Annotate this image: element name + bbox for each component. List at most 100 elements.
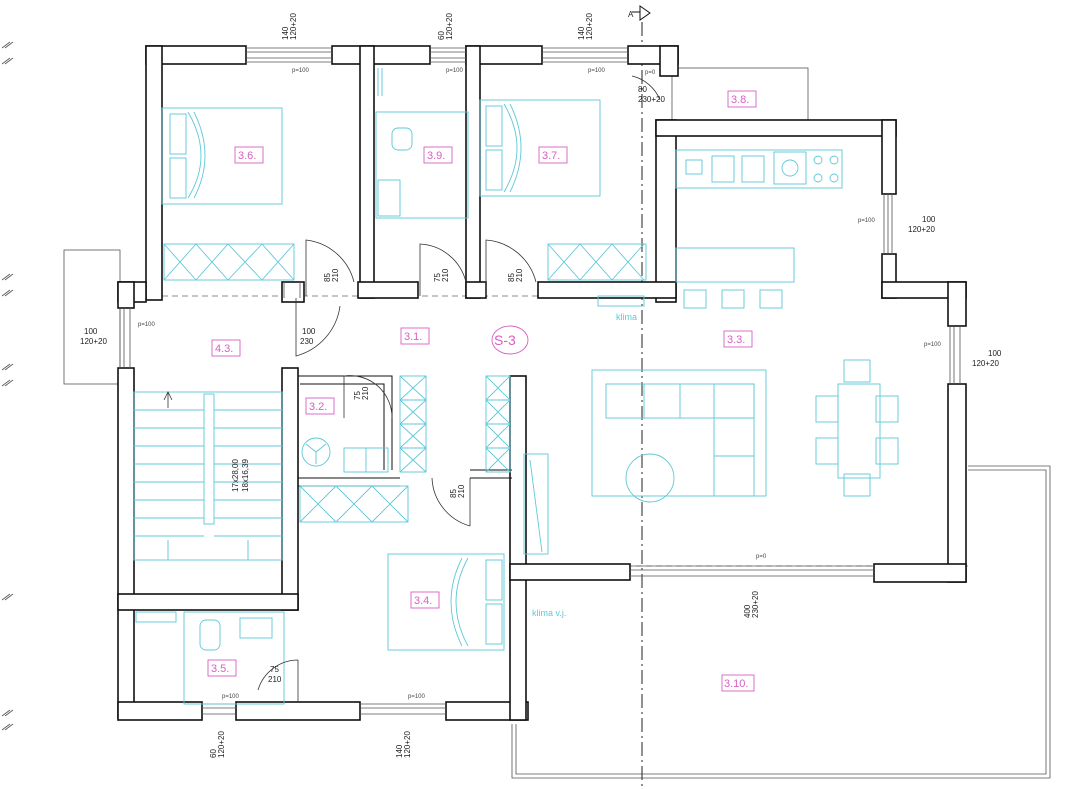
door-dim-entry: 100 230 — [300, 327, 316, 346]
room-3-7-id: 3.7. — [542, 150, 560, 162]
dim-p: p=100 — [858, 218, 876, 224]
window-dims-top-left: 140 120+20 p=100 — [281, 13, 310, 74]
stair-arrow-icon — [163, 391, 173, 408]
dim-h: 230+20 — [638, 95, 665, 104]
dim-w: 140 — [395, 744, 404, 758]
room-3-10-id: 3.10. — [724, 678, 748, 690]
klima-top-label: klima — [616, 312, 637, 322]
room-3-6-label: 3.6. — [234, 146, 264, 164]
window-dims-top-mid: 60 120+20 p=100 — [437, 13, 464, 74]
door-dim-3-4: 85 210 — [449, 484, 466, 498]
dim-w: 85 — [323, 273, 332, 282]
dim-w: 60 — [437, 31, 446, 40]
dim-w: 80 — [638, 85, 647, 94]
room-3-3-id: 3.3. — [727, 334, 745, 346]
dim-h: 120+20 — [80, 337, 107, 346]
dim-p: p=0 — [645, 70, 656, 76]
dim-h: 210 — [268, 675, 282, 684]
dim-h: 230 — [300, 337, 314, 346]
dim-p: p=100 — [138, 322, 156, 328]
dim-h: 120+20 — [217, 731, 226, 758]
dim-w: 100 — [302, 327, 316, 336]
dim-h: 210 — [515, 268, 524, 282]
dim-h: 120+20 — [289, 13, 298, 40]
window-dims-balcony-door: p=0 80 230+20 — [638, 70, 665, 104]
door-dim-3-2: 75 210 — [353, 386, 370, 400]
section-tag-text: S-3 — [494, 332, 516, 348]
dim-w: 85 — [507, 273, 516, 282]
dim-h: 230+20 — [751, 591, 760, 618]
dim-h: 120+20 — [585, 13, 594, 40]
room-3-3-label: 3.3. — [723, 330, 753, 348]
dim-h: 210 — [441, 268, 450, 282]
window-dims-right-mid: p=100 100 120+20 — [924, 342, 1002, 368]
stair-label-group: 17x28,00 18x16,39 — [231, 459, 250, 492]
dim-h: 210 — [331, 268, 340, 282]
dim-h: 120+20 — [972, 359, 999, 368]
dim-p: p=100 — [924, 342, 942, 348]
room-4-3-label: 4.3. — [211, 339, 241, 357]
room-3-9-id: 3.9. — [427, 150, 445, 162]
beam-lines — [132, 295, 968, 567]
door-dim-3-7: 85 210 — [507, 268, 524, 282]
dim-p: p=100 — [292, 68, 310, 74]
dim-w: 85 — [449, 489, 458, 498]
dim-w: 75 — [353, 391, 362, 400]
room-3-8-id: 3.8. — [731, 94, 749, 106]
room-4-3-id: 4.3. — [215, 343, 233, 355]
dim-p: p=0 — [756, 554, 767, 560]
window-dims-left-mid: p=100 100 120+20 — [80, 322, 156, 346]
room-3-9-label: 3.9. — [423, 146, 453, 164]
dim-w: 100 — [988, 349, 1002, 358]
room-3-6-id: 3.6. — [238, 150, 256, 162]
room-3-1-label: 3.1. — [400, 327, 430, 345]
dim-h: 120+20 — [445, 13, 454, 40]
dim-p: p=100 — [588, 68, 606, 74]
dim-h: 210 — [457, 484, 466, 498]
dim-w: 100 — [84, 327, 98, 336]
klima-vj-label: klima v.j. — [532, 608, 566, 618]
dim-w: 140 — [281, 26, 290, 40]
window-dims-right-upper: p=100 100 120+20 — [858, 215, 936, 234]
dim-w: 400 — [743, 604, 752, 618]
dim-w: 100 — [922, 215, 936, 224]
dim-p: p=100 — [446, 68, 464, 74]
dim-p: p=100 — [408, 694, 426, 700]
dim-w: 60 — [209, 749, 218, 758]
dim-w: 75 — [433, 273, 442, 282]
dim-h: 210 — [361, 386, 370, 400]
door-dim-3-6: 85 210 — [323, 268, 340, 282]
room-3-8-label: 3.8. — [727, 90, 757, 108]
section-tag: S-3 — [491, 325, 529, 355]
room-3-4-id: 3.4. — [414, 595, 432, 607]
furniture — [133, 68, 899, 705]
left-margin-ticks — [1, 41, 14, 731]
door-swings — [257, 75, 661, 702]
dim-p: p=100 — [222, 694, 240, 700]
room-3-1-id: 3.1. — [404, 331, 422, 343]
room-3-10-label: 3.10. — [721, 674, 755, 692]
stair-label-1: 17x28,00 — [231, 459, 240, 492]
window-dims-terrace-door: p=0 400 230+20 — [743, 554, 767, 618]
room-3-4-label: 3.4. — [410, 591, 440, 609]
section-marker: A — [628, 10, 634, 19]
stair-label-2: 18x16,39 — [241, 459, 250, 492]
window-openings — [119, 47, 961, 715]
door-dim-3-9: 75 210 — [433, 268, 450, 282]
dim-h: 120+20 — [403, 731, 412, 758]
dim-h: 120+20 — [908, 225, 935, 234]
section-axis: A — [628, 5, 651, 789]
dim-w: 140 — [577, 26, 586, 40]
room-3-5-id: 3.5. — [211, 663, 229, 675]
room-3-2-id: 3.2. — [309, 401, 327, 413]
door-dim-3-5: 75 210 — [268, 665, 282, 684]
window-dims-bottom-mid: p=100 140 120+20 — [395, 694, 426, 758]
window-dims-bottom-left: p=100 60 120+20 — [209, 694, 240, 758]
walls — [117, 45, 967, 721]
room-labels: 3.6. 3.9. 3.7. 3.8. 4.3. 3.1. 3.3. 3.2. … — [207, 90, 757, 692]
room-3-7-label: 3.7. — [538, 146, 568, 164]
dim-w: 75 — [270, 665, 279, 674]
window-dims-top-right: 140 120+20 p=100 — [577, 13, 606, 74]
room-3-5-label: 3.5. — [207, 659, 237, 677]
